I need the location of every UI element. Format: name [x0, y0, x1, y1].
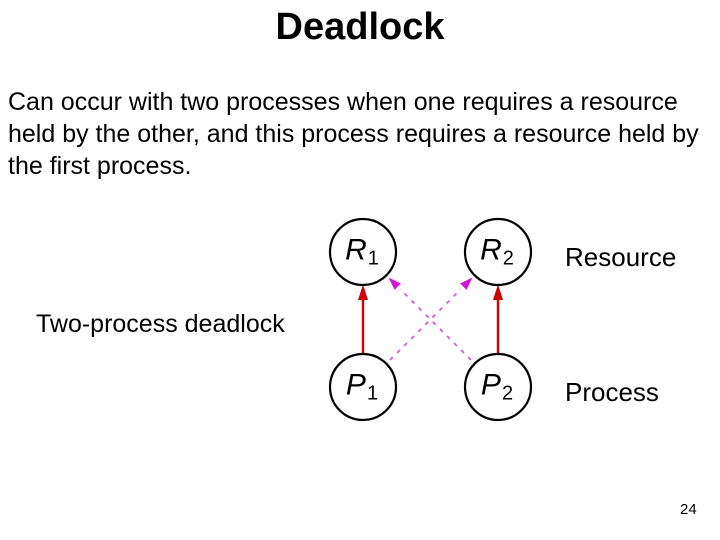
diagram-caption: Two-process deadlock — [36, 310, 285, 338]
slide-title: Deadlock — [275, 6, 445, 48]
request-arrow-line-p1-r2 — [389, 288, 462, 361]
request-arrow-line-p2-r1 — [399, 288, 472, 361]
hold-arrowhead-p2-r2 — [493, 284, 503, 300]
node-circle-p1 — [328, 352, 398, 422]
node-letter: R — [480, 233, 502, 267]
node-subscript: 1 — [366, 382, 379, 405]
hold-arrowhead-p1-r1 — [358, 284, 368, 300]
node-label-r1: R1 — [345, 233, 379, 270]
node-subscript: 2 — [501, 382, 514, 405]
node-circle-p2 — [463, 352, 533, 422]
node-letter: P — [345, 368, 366, 402]
node-label-r2: R2 — [480, 233, 514, 270]
node-label-p2: P2 — [480, 368, 514, 405]
process-row-label: Process — [565, 377, 659, 407]
node-circle-r1 — [328, 217, 398, 287]
node-label-p1: P1 — [345, 368, 379, 405]
node-letter: P — [480, 368, 501, 402]
resource-row-label: Resource — [565, 242, 677, 272]
page-number: 24 — [680, 501, 697, 518]
node-subscript: 1 — [367, 247, 379, 270]
node-subscript: 2 — [502, 247, 514, 270]
slide-body-text: Can occur with two processes when one re… — [8, 88, 699, 180]
request-arrowhead-p2-r1 — [388, 277, 401, 290]
node-circle-r2 — [463, 217, 533, 287]
request-arrowhead-p1-r2 — [460, 277, 473, 290]
node-letter: R — [345, 233, 367, 267]
